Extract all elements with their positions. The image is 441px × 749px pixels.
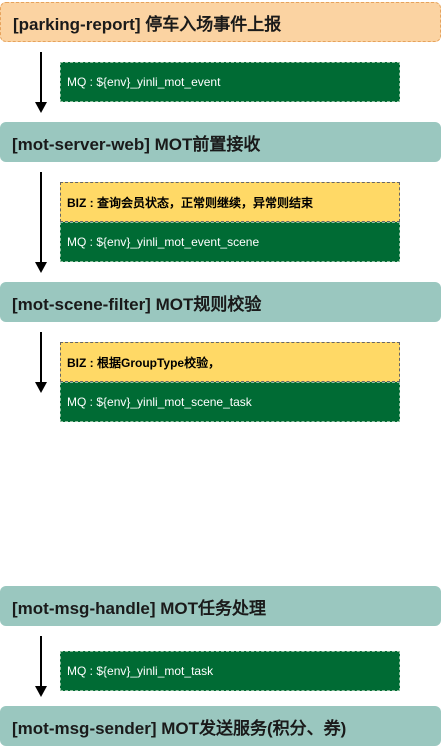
biz-box-member-status: BIZ : 查询会员状态，正常则继续，异常则结束 — [60, 182, 400, 222]
mq-box-mot-event: MQ : ${env}_yinli_mot_event — [60, 62, 400, 102]
stage-mot-server-web: [mot-server-web] MOT前置接收 — [0, 122, 441, 162]
mq-box-mot-task: MQ : ${env}_yinli_mot_task — [60, 651, 400, 691]
mq-box-mot-event-scene: MQ : ${env}_yinli_mot_event_scene — [60, 222, 400, 262]
stage-mot-scene-filter: [mot-scene-filter] MOT规则校验 — [0, 282, 441, 322]
biz-box-group-type: BIZ : 根据GroupType校验， — [60, 342, 400, 382]
stage-mot-msg-handle: [mot-msg-handle] MOT任务处理 — [0, 586, 441, 626]
mq-box-mot-scene-task: MQ : ${env}_yinli_mot_scene_task — [60, 382, 400, 422]
stage-parking-report: [parking-report] 停车入场事件上报 — [0, 2, 441, 42]
stage-mot-msg-sender: [mot-msg-sender] MOT发送服务(积分、券) — [0, 706, 441, 746]
